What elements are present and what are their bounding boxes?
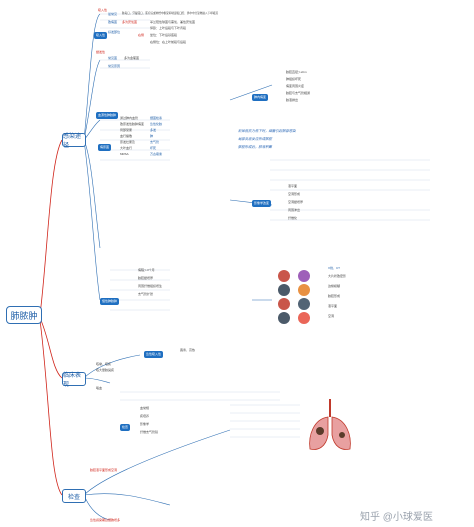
- exam-e3: 影像学: [140, 422, 150, 426]
- line2-value: 多为厌氧菌: [122, 20, 138, 24]
- sec1-label: 常见菌: [108, 56, 118, 60]
- card2-item: 纤维化: [288, 216, 298, 220]
- note-3: 脓腔形成后，脓液积聚: [238, 145, 272, 149]
- path-item: 原发灶累及: [120, 140, 136, 144]
- line2-label: 致病菌: [108, 20, 118, 24]
- clinical-pill: 急性吸入性: [144, 351, 164, 358]
- sec1-value: 多为金葡菌: [124, 56, 140, 60]
- card1-title: 肺内病变: [252, 94, 269, 101]
- card3-item: 支气管扩张: [138, 292, 154, 296]
- exam-pill: 检查: [120, 424, 131, 431]
- exam-e4: 纤维支气管镜: [140, 430, 159, 434]
- line1-text: 脓毒口，牙龈溃口、医疗后或神经中枢受抑制误吸口腔、鼻中中分泌物进入下呼吸道: [122, 12, 218, 15]
- card2-item: 空洞壁增厚: [288, 200, 304, 204]
- lung-images: [278, 270, 310, 324]
- image-row: 空洞: [328, 314, 335, 318]
- path-value: 肺: [150, 134, 154, 138]
- card1-item: 病变周围炎症: [286, 84, 305, 88]
- card2-item: 液平面: [288, 184, 298, 188]
- path-item: 血行播散: [120, 134, 133, 138]
- card1-item: 脓液排出: [286, 98, 299, 102]
- clinical-c1: 畏寒、高热: [180, 348, 196, 352]
- clinical-c3: 咳大量脓臭痰: [96, 368, 115, 372]
- image-row: 边缘模糊: [328, 284, 341, 288]
- path-value: 坏死: [150, 146, 157, 150]
- watermark: 知乎 @小球爱医: [360, 512, 433, 523]
- line3b: 右侧: [138, 33, 145, 37]
- path-item: 致原发性脓肿病变: [120, 122, 145, 126]
- card2-title: 影像学改变: [252, 200, 272, 207]
- line3d: 右侧位：右上叶前段与后段: [150, 40, 187, 44]
- card3-item: 周围纤维组织增生: [138, 284, 163, 288]
- path-value: 细菌栓塞: [150, 116, 163, 120]
- exam-e1: 血常规: [140, 406, 150, 410]
- images-panel-title: X线、CT: [328, 266, 341, 270]
- image-row: 脓腔形成: [328, 294, 341, 298]
- image-row: 液平面: [328, 304, 338, 308]
- card1-item: 脓腔与支气管相通: [286, 91, 311, 95]
- line3a: 仰卧：上叶后段与下叶背段: [150, 26, 187, 30]
- root-node: 肺脓肿: [6, 306, 42, 324]
- line1-label: 最常见: [108, 12, 118, 16]
- path-item: MRSA: [120, 152, 129, 156]
- path-value: 多发: [150, 128, 157, 132]
- card2-item: 空洞形成: [288, 192, 301, 196]
- clinical-c4: 咯血: [96, 386, 103, 390]
- card1-item: 肺组织坏死: [286, 77, 302, 81]
- sec2-label: 常见原因: [108, 64, 121, 68]
- pill-pathogen: 病原菌: [98, 144, 112, 151]
- card3-item: 病程＞3个月: [138, 268, 155, 272]
- image-row: 大片状致密影: [328, 274, 347, 278]
- line2-extra: 革兰阳性球菌与需氧、兼性厌氧菌: [150, 20, 196, 24]
- path-value: 支气管: [150, 140, 160, 144]
- exam-e2: 痰培养: [140, 414, 150, 418]
- branch-exam: 检查: [62, 489, 86, 503]
- lung-diagram: [300, 395, 360, 455]
- path-item: 通过肺内血管: [120, 116, 139, 120]
- card2-item: 周围渗出: [288, 208, 301, 212]
- card3-item: 脓腔壁增厚: [138, 276, 154, 280]
- line3-label: 好发部位: [108, 30, 121, 34]
- card3-title: 慢性肺脓肿: [100, 298, 120, 305]
- secondary-title: 继发性: [96, 50, 106, 54]
- pill-aspiration: 吸入性: [94, 32, 108, 39]
- branch-clinical: 临床表现: [62, 372, 86, 388]
- lung-illustration-panel: [272, 268, 322, 330]
- card1-item: 脓腔直径＞2cm: [286, 70, 307, 74]
- path-item: 大叶血行: [120, 146, 133, 150]
- note-1: 机体抵抗力低下时，细菌引起肺部感染: [238, 129, 296, 133]
- path-value: 急性化脓: [150, 122, 163, 126]
- note-2: 局部炎症反应形成脓腔: [238, 137, 272, 141]
- pill-hematogenous: 血源性肺脓肿: [96, 112, 119, 119]
- path-value: 万古霉素: [150, 152, 163, 156]
- exam-red2: 急性感染期白细胞增多: [90, 518, 121, 522]
- path-item: 局部受累: [120, 128, 133, 132]
- branch-infection-route: 感染途径: [62, 133, 86, 149]
- clinical-c2: 咳嗽、咳痰: [96, 362, 112, 366]
- aspiration-title: 吸入性: [98, 8, 108, 12]
- exam-red1: 脓腔液平面形成空洞: [90, 468, 118, 472]
- line3c: 坐位：下叶后基底段: [150, 33, 178, 37]
